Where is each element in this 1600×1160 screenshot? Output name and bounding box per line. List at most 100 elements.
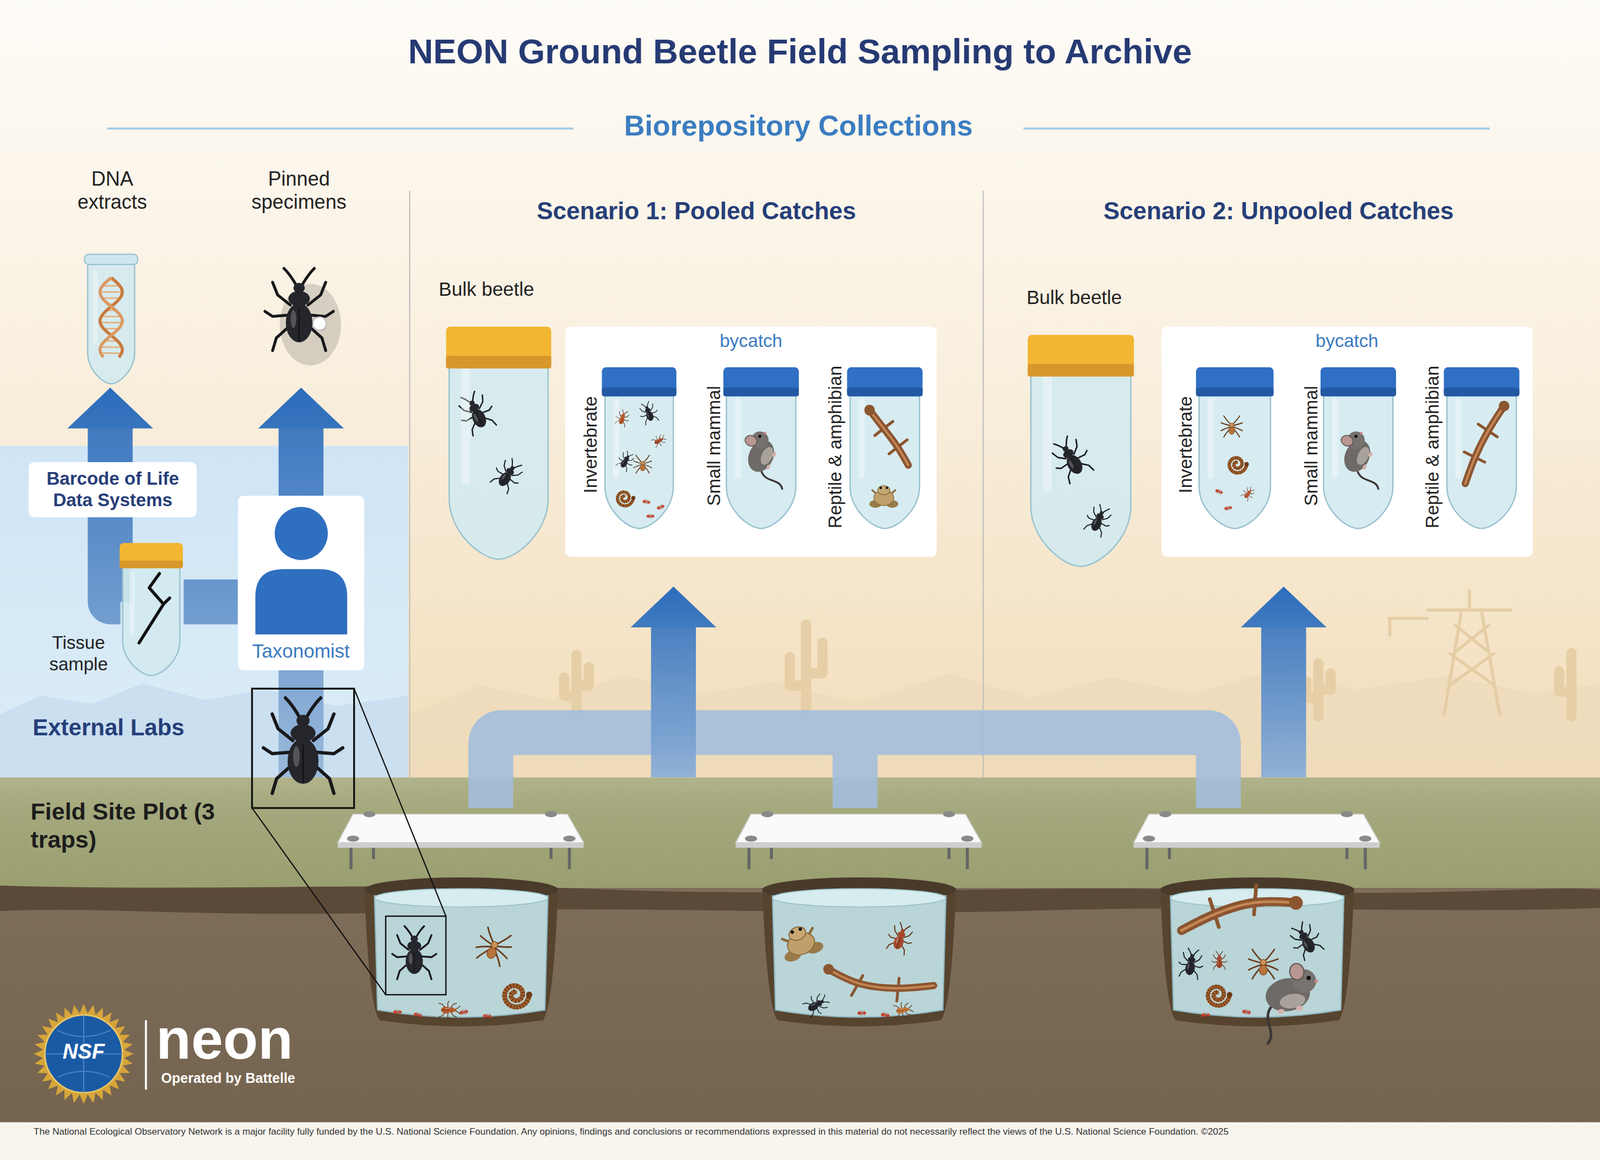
beetle-figure bbox=[801, 990, 833, 1020]
node-illustration-part bbox=[100, 321, 123, 324]
node-illustration-part bbox=[858, 398, 865, 479]
beetle-figure bbox=[893, 1001, 915, 1020]
beetle-figure-part bbox=[811, 1002, 817, 1007]
spider-figure-part bbox=[1248, 949, 1278, 980]
beetle-figure-part bbox=[619, 417, 623, 422]
node-illustration-part bbox=[129, 570, 135, 636]
node-label: Small mammal bbox=[1300, 385, 1322, 506]
ant-figure-part bbox=[419, 1014, 423, 1018]
node-label: Reptile & amphibian bbox=[1422, 365, 1444, 528]
beetle-figure-part bbox=[440, 1006, 451, 1014]
nsf-logo-part bbox=[33, 1004, 134, 1105]
millipede-figure-part bbox=[504, 986, 530, 1008]
node-illustration-part bbox=[101, 315, 122, 318]
nsf-logo-part bbox=[44, 1015, 123, 1094]
background-scene-part bbox=[564, 655, 589, 717]
spider-figure-part bbox=[640, 461, 645, 466]
lizard-figure-part bbox=[823, 964, 834, 975]
beetle-figure bbox=[265, 268, 334, 351]
ant-figure-part bbox=[399, 1011, 403, 1014]
beetle-figure-part bbox=[408, 953, 413, 965]
node-illustration-part bbox=[1196, 387, 1274, 397]
beetle-figure-part bbox=[895, 937, 900, 944]
node-illustration bbox=[436, 277, 557, 567]
ant-figure-part bbox=[647, 500, 651, 504]
node-label: Bulk beetle bbox=[438, 277, 561, 301]
lizard-figure-part bbox=[1181, 901, 1296, 931]
ant-figure bbox=[413, 1011, 423, 1019]
trap-cover-part bbox=[337, 842, 584, 848]
millipede-figure-part bbox=[617, 492, 634, 506]
scenario-panel: Scenario 2: Unpooled CatchesBulk beetleb… bbox=[984, 193, 1600, 587]
trap-cover-part bbox=[1133, 842, 1380, 848]
sample-tube: Small mammal bbox=[701, 359, 798, 535]
trap-cover-part bbox=[744, 835, 758, 842]
trap-cover-part bbox=[942, 811, 955, 818]
lizard-figure bbox=[1464, 400, 1510, 484]
ant-figure-part bbox=[863, 1012, 867, 1015]
background-scene-part bbox=[1306, 663, 1331, 717]
ant-figure-part bbox=[880, 1013, 885, 1018]
background-scene-part bbox=[409, 190, 411, 778]
millipede-figure-part bbox=[504, 986, 530, 1008]
pitfall-trap-part bbox=[772, 895, 947, 1018]
beetle-figure-part bbox=[646, 413, 650, 419]
sample-tube: Bulk beetle bbox=[436, 277, 557, 567]
tube-cap bbox=[723, 367, 799, 397]
ant-figure bbox=[1224, 505, 1233, 512]
tube-body bbox=[1030, 370, 1131, 567]
mouse-figure-part bbox=[758, 471, 786, 489]
beetle-figure-part bbox=[1186, 963, 1191, 971]
mouse-figure-part bbox=[1277, 1008, 1285, 1015]
flow-arrow bbox=[630, 586, 717, 778]
node-illustration-part bbox=[1444, 387, 1520, 397]
flow-band bbox=[110, 517, 121, 603]
pitfall-trap-part bbox=[761, 889, 956, 1027]
background-scene-part bbox=[0, 683, 409, 778]
ant-figure bbox=[642, 499, 651, 506]
label-holder: NSF bbox=[47, 1039, 120, 1065]
tube-cap bbox=[1196, 367, 1274, 397]
pitfall-trap bbox=[735, 811, 982, 1027]
tube-cap bbox=[445, 326, 551, 369]
region-band: External LabsBarcode of Life Data System… bbox=[0, 445, 409, 778]
ant-figure-part bbox=[642, 499, 646, 504]
spider-figure bbox=[472, 926, 515, 969]
node-illustration-part bbox=[723, 387, 799, 397]
sample-icon: DNA extracts bbox=[61, 168, 164, 388]
node-illustration-part bbox=[102, 284, 121, 287]
flow-arrow bbox=[67, 387, 154, 463]
spider-figure bbox=[633, 455, 652, 474]
ant-figure-part bbox=[645, 500, 648, 504]
frog-figure-part bbox=[879, 486, 882, 489]
beetle-figure-part bbox=[896, 1009, 905, 1012]
mouse-figure-part bbox=[771, 451, 778, 458]
beetle-figure-part bbox=[899, 1008, 904, 1011]
beetle-figure-part bbox=[298, 307, 300, 342]
beetle-figure bbox=[1045, 430, 1097, 486]
beetle-figure-part bbox=[495, 469, 513, 489]
flow-arrow bbox=[183, 601, 238, 603]
ant-figure-part bbox=[1247, 1011, 1252, 1015]
node-illustration-part bbox=[613, 398, 620, 479]
pitfall-trap-part bbox=[364, 889, 559, 1027]
beetle-figure-part bbox=[1216, 959, 1223, 969]
trap-cover-part bbox=[961, 835, 974, 842]
tube-cap bbox=[1027, 334, 1134, 377]
trap-cover bbox=[1133, 811, 1380, 870]
ant-figure-part bbox=[857, 1011, 861, 1015]
nsf-logo bbox=[33, 1004, 134, 1105]
pitfall-trap-part bbox=[374, 888, 549, 907]
trap-cover-part bbox=[1142, 835, 1155, 842]
frog-figure-part bbox=[787, 925, 808, 944]
ant-figure bbox=[393, 1009, 403, 1015]
pitfall-trap bbox=[337, 811, 584, 1027]
sample-tube: Reptile & amphibian bbox=[822, 352, 922, 539]
ant-figure-part bbox=[646, 514, 650, 518]
background-scene-part bbox=[106, 127, 574, 131]
beetle-figure-part bbox=[1211, 951, 1227, 971]
ant-figure-part bbox=[413, 1012, 418, 1017]
arrow-head bbox=[630, 586, 717, 628]
lizard-figure-part bbox=[869, 409, 908, 466]
millipede-figure bbox=[617, 492, 636, 506]
